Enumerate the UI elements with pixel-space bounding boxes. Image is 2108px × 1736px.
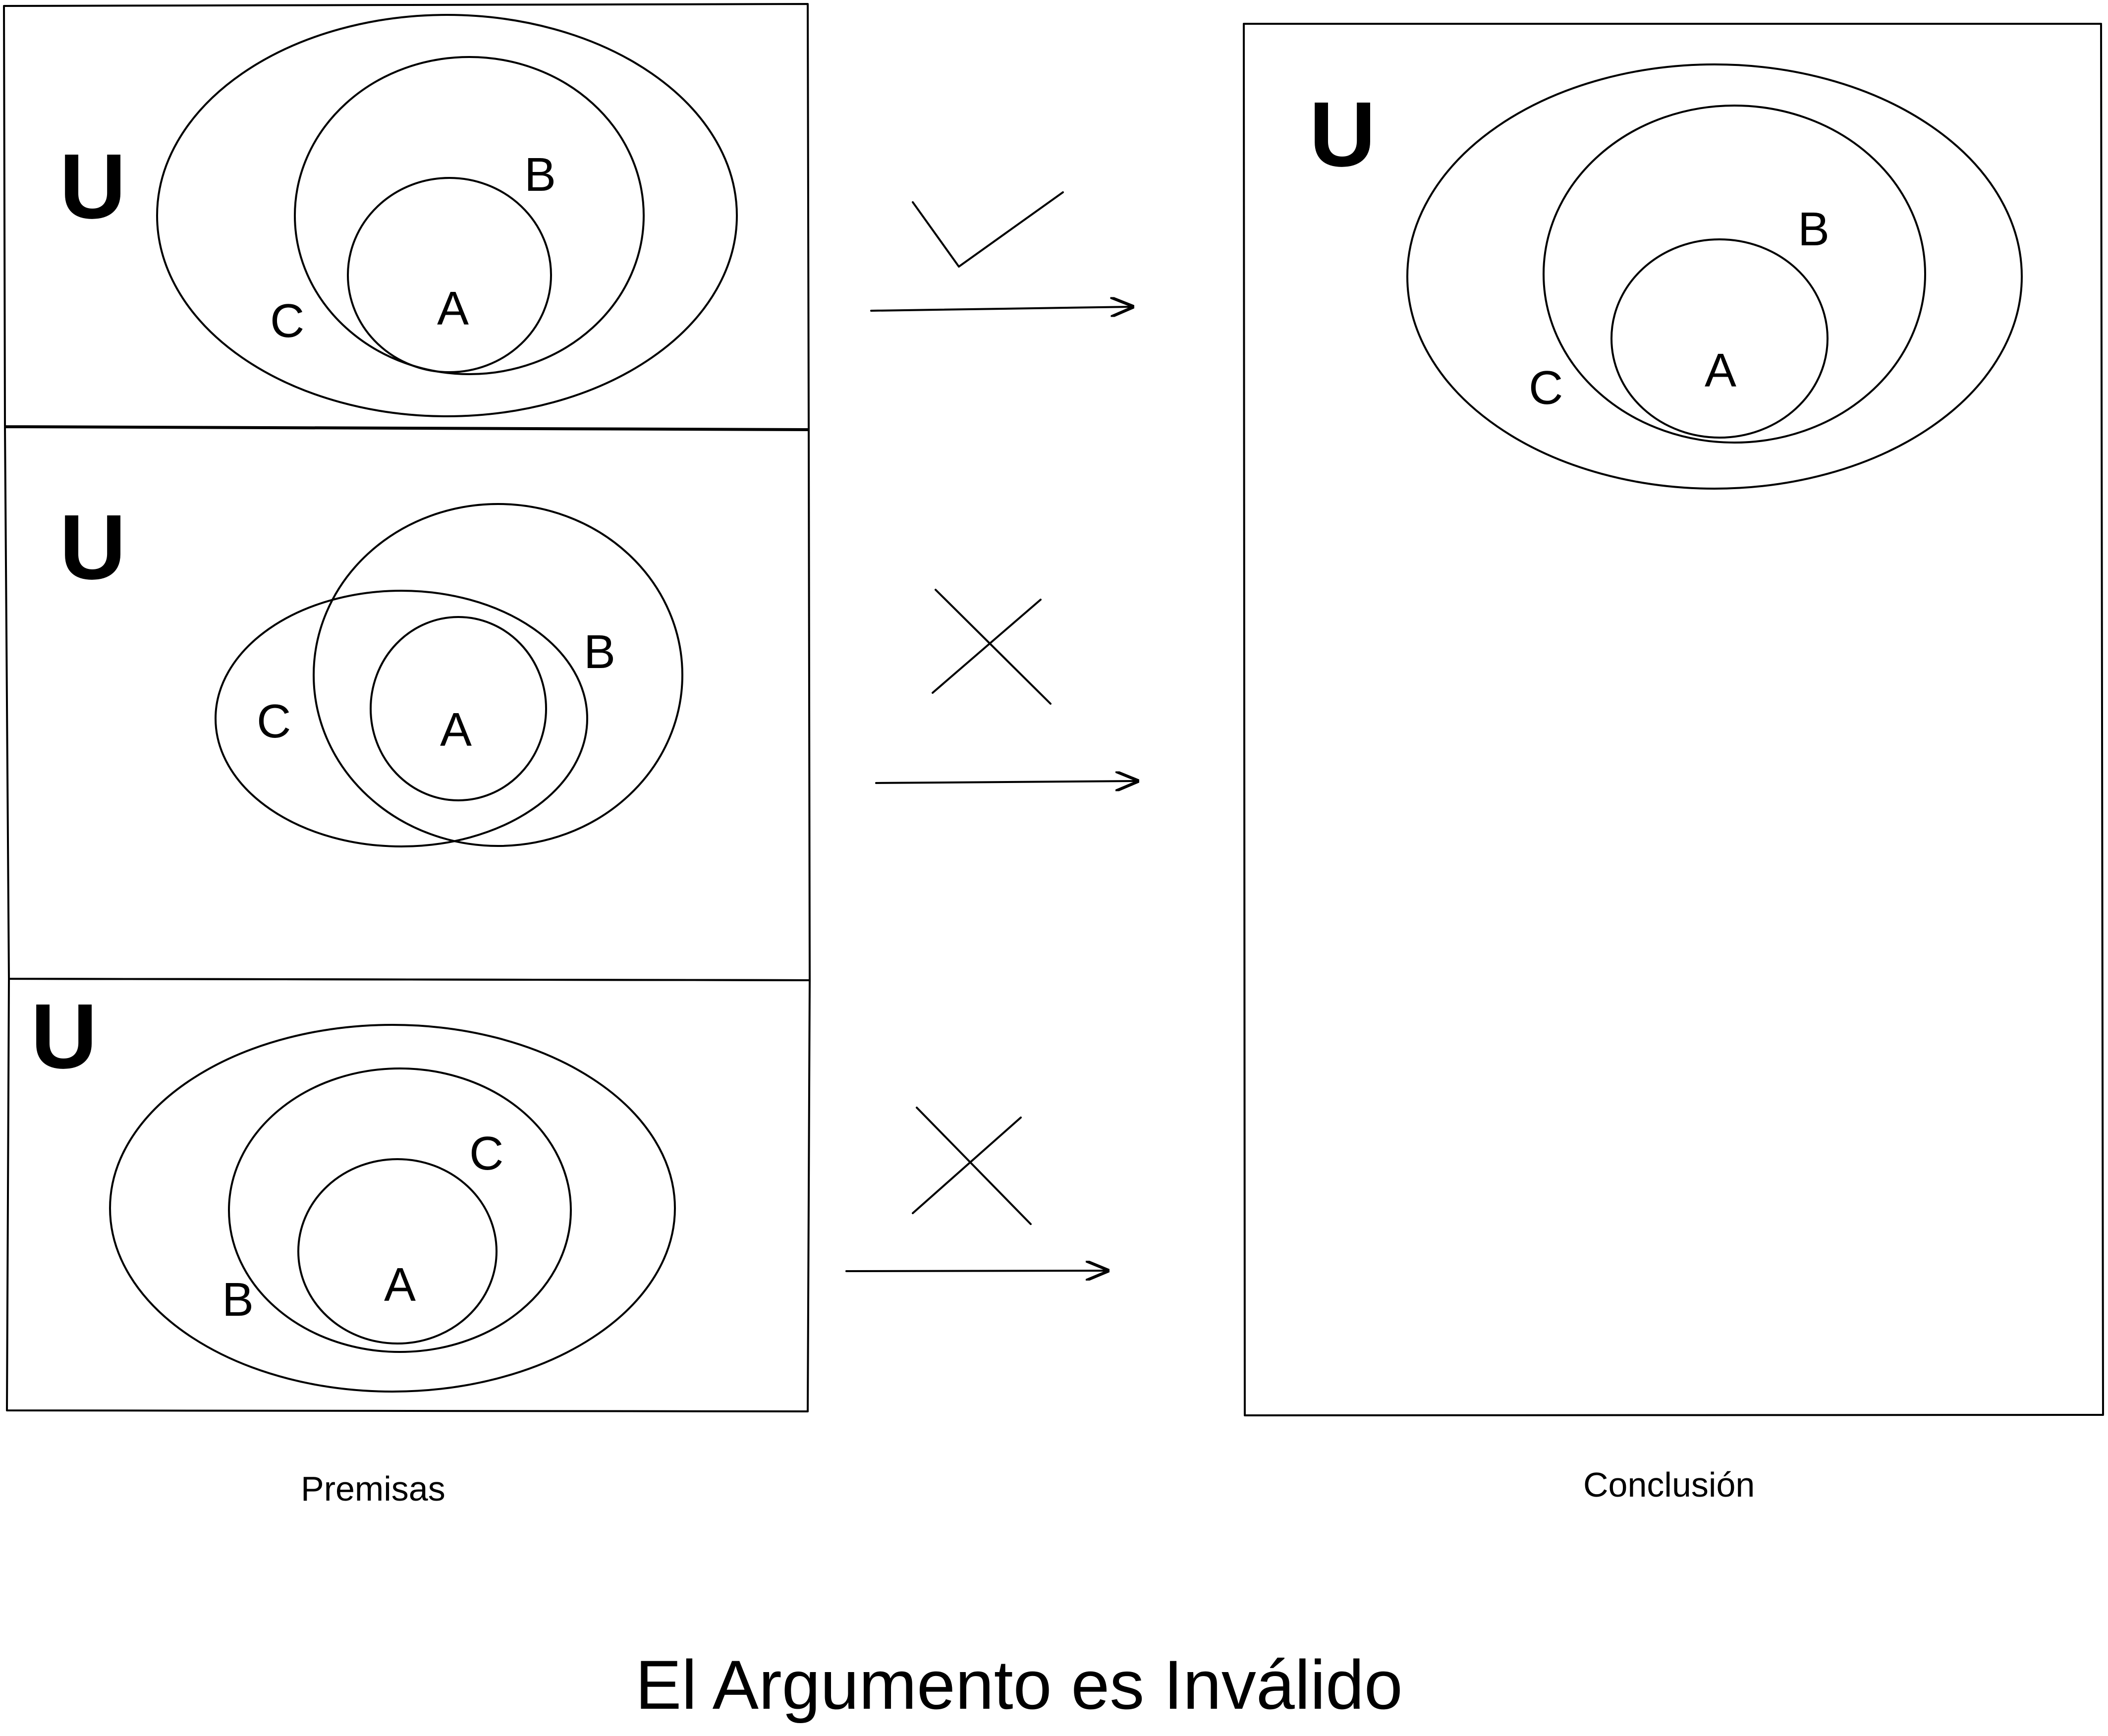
premise-2-universe-label: U [59,496,126,599]
relation-markers [845,191,1137,1271]
conclusion-column: U B C A Conclusión [1243,23,2104,1504]
premise-3-set-a-circle [297,1158,498,1344]
premise-1-panel: U B C A [3,3,810,430]
premise-1-universe-label: U [59,135,126,238]
premise-2-set-c-circle [215,590,588,847]
premises-caption: Premisas [301,1469,445,1508]
premise-2-arrow [875,781,1137,783]
check-icon [912,191,1064,268]
premises-column: U B C A U B C A U C B [3,3,811,1508]
premise-3-set-a-label: A [384,1258,416,1311]
premise-3-panel: U C B A [6,978,811,1412]
premise-1-set-a-circle [347,177,552,373]
premise-1-set-b-label: B [524,148,556,201]
conclusion-set-a-circle [1610,238,1829,439]
premise-2-set-b-label: B [584,625,615,678]
premise-2-set-c-label: C [257,695,291,748]
premise-3-set-c-label: C [469,1127,503,1180]
premise-2-panel: U B C A [4,426,811,981]
premise-1-set-c-circle [156,14,738,417]
cross-icon [932,589,1052,705]
conclusion-set-a-label: A [1705,344,1736,397]
premise-2-set-a-label: A [440,703,472,756]
premise-3-frame [6,978,811,1412]
conclusion-caption: Conclusión [1583,1465,1755,1504]
premise-3-set-b-circle [109,1024,676,1393]
premise-3-set-b-label: B [222,1273,254,1326]
premise-3-set-c-circle [228,1067,572,1353]
conclusion-universe-label: U [1309,83,1376,186]
premise-1-set-c-label: C [270,294,304,347]
verdict-heading: El Argumento es Inválido [635,1646,1403,1724]
conclusion-set-c-label: C [1529,361,1563,414]
conclusion-frame [1243,23,2104,1416]
conclusion-set-c-circle [1406,63,2023,490]
premise-1-set-b-circle [294,56,645,375]
cross-icon [912,1107,1032,1225]
conclusion-set-b-circle [1543,105,1926,444]
premise-2-set-a-circle [370,616,547,801]
premise-1-arrow [870,307,1132,311]
conclusion-set-b-label: B [1798,203,1830,256]
premise-2-set-b-circle [313,503,683,847]
premise-3-universe-label: U [31,985,97,1088]
premise-1-set-a-label: A [437,282,469,335]
